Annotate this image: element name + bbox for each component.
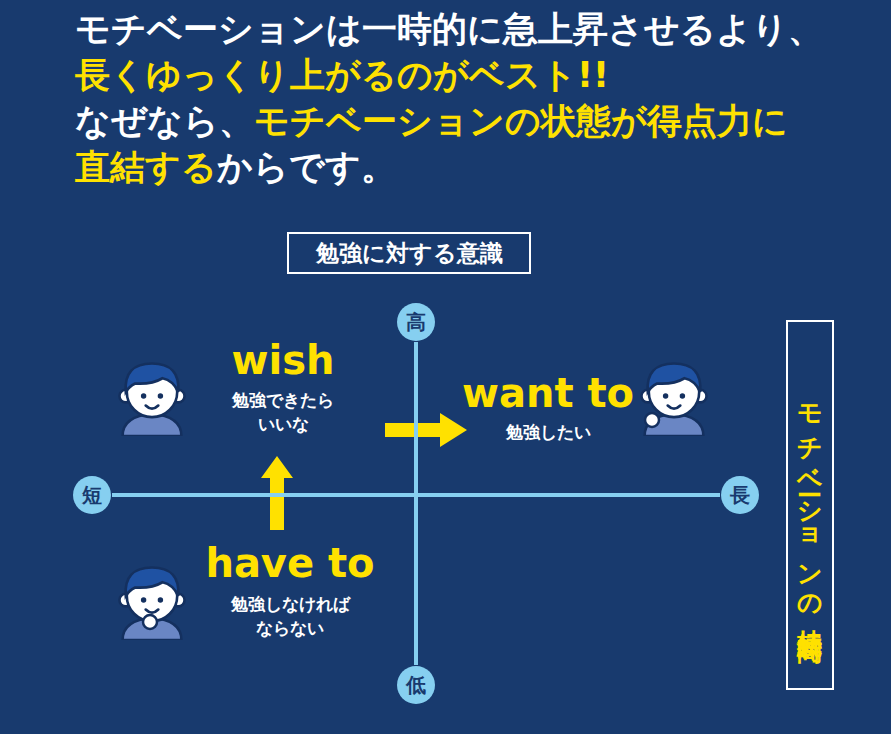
state-label: have to (205, 540, 374, 586)
circle-fill (397, 303, 435, 341)
label-line: 勉強できたら (232, 388, 334, 412)
haveto-boy (119, 568, 184, 640)
circle-fill (73, 476, 111, 514)
axis-line (112, 493, 720, 497)
axis-title-box: 勉強に対する意識 (287, 232, 531, 274)
right-arrow (385, 413, 467, 447)
title: モチベーションは一時的に急上昇させるより、 長くゆっくり上がるのがベスト!! な… (75, 6, 823, 190)
title-segment: 直結する (75, 147, 217, 187)
axis-end-circle: 低 (396, 665, 436, 705)
label-line: ならない (231, 616, 350, 640)
axis-line (414, 342, 418, 665)
boy-hand (143, 615, 157, 629)
title-line: 長くゆっくり上がるのがベスト!! (75, 52, 823, 98)
want-boy (641, 364, 706, 436)
title-line: 直結するからです。 (75, 144, 823, 190)
title-segment: モチベーションの状態が得点力に (254, 101, 788, 141)
wish-boy (119, 364, 184, 436)
axis-title-box: モチベーションの持続時間 (786, 320, 834, 690)
circle-fill (397, 666, 435, 704)
state-label: want to (462, 370, 634, 416)
axis-end-circle: 高 (396, 302, 436, 342)
title-segment: 長くゆっくり上がるのがベスト!! (75, 55, 609, 95)
title-line: モチベーションは一時的に急上昇させるより、 (75, 6, 823, 52)
state-caption: 勉強しなければ ならない (231, 592, 350, 640)
title-segment: モチベーションは一時的に急上昇させるより、 (75, 9, 823, 49)
node-text: 低 (406, 672, 426, 699)
title-segment: なぜなら、 (75, 101, 254, 141)
node-text: 高 (406, 309, 426, 336)
axis-end-circle: 短 (72, 475, 112, 515)
state-label: wish (232, 337, 335, 383)
boy-hand (645, 413, 659, 427)
title-line: なぜなら、モチベーションの状態が得点力に (75, 98, 823, 144)
node-text: モチベーションの持続時間 (794, 388, 827, 622)
node-text: 短 (82, 482, 102, 509)
title-segment: からです。 (217, 147, 396, 187)
node-text: 長 (730, 482, 750, 509)
circle-fill (721, 476, 759, 514)
state-caption: 勉強したい (506, 420, 591, 444)
label-line: 勉強しなければ (231, 592, 350, 616)
label-line: いいな (232, 412, 334, 436)
axis-end-circle: 長 (720, 475, 760, 515)
node-text: 勉強に対する意識 (316, 238, 503, 269)
state-caption: 勉強できたら いいな (232, 388, 334, 436)
